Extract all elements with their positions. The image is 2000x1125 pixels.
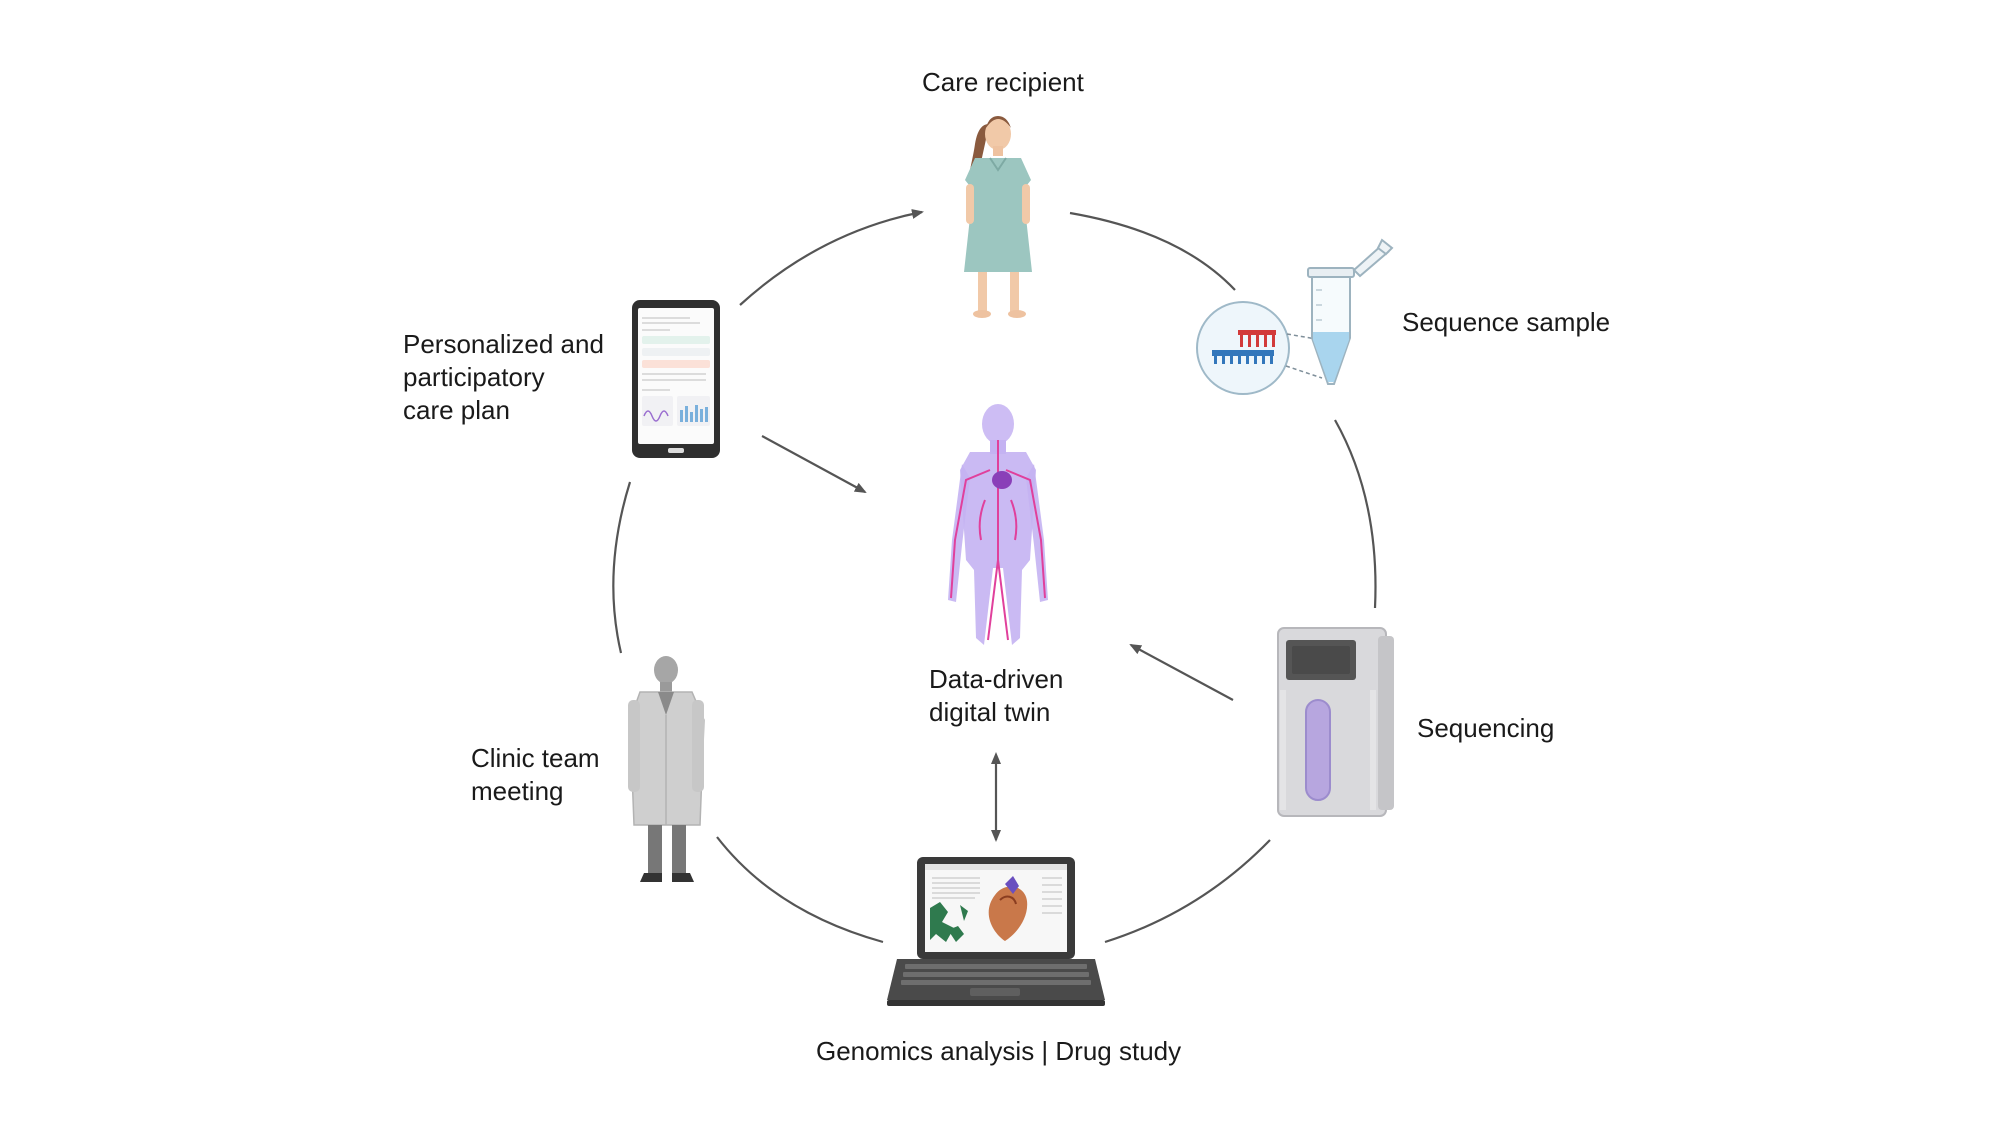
arc-sample-to-sequencing — [1334, 419, 1377, 609]
arc-sequencing-to-laptop — [1104, 839, 1271, 944]
clinician-icon — [628, 656, 705, 882]
care-recipient-label: Care recipient — [922, 67, 1084, 97]
clinic-team-meeting-label: Clinic team meeting — [471, 742, 600, 808]
sequencing-label: Sequencing — [1417, 713, 1555, 743]
digital-twin-label: Data-driven digital twin — [929, 663, 1063, 729]
laptop-icon — [887, 857, 1105, 1006]
clinic-label-line-2: meeting — [471, 776, 564, 806]
arc-clinic-to-careplan — [612, 481, 632, 654]
arrow-careplan-to-twin — [761, 435, 867, 493]
genomics-drug-study-label: Genomics analysis | Drug study — [816, 1036, 1182, 1066]
patient-icon — [964, 116, 1032, 318]
sample-tube-icon — [1196, 238, 1394, 395]
arrow-sequencing-to-twin — [1129, 644, 1234, 701]
sequence-sample-label: Sequence sample — [1402, 307, 1611, 337]
arc-patient-to-sample — [1069, 211, 1236, 291]
arc-laptop-to-clinic — [716, 836, 884, 944]
care-plan-line-2: participatory — [403, 362, 545, 392]
care-plan-label: Personalized and participatory care plan — [403, 328, 604, 427]
cycle-arrows — [612, 209, 1377, 944]
digital-twin-line-2: digital twin — [929, 697, 1051, 727]
sequencer-icon — [1277, 627, 1394, 817]
care-plan-line-1: Personalized and — [403, 329, 604, 359]
digital-twin-body-icon — [948, 404, 1048, 645]
digital-twin-line-1: Data-driven — [929, 664, 1064, 694]
arc-careplan-to-patient — [739, 209, 924, 306]
tablet-care-plan-icon — [632, 300, 720, 458]
care-plan-line-3: care plan — [403, 395, 510, 425]
clinic-label-line-1: Clinic team — [471, 743, 600, 773]
